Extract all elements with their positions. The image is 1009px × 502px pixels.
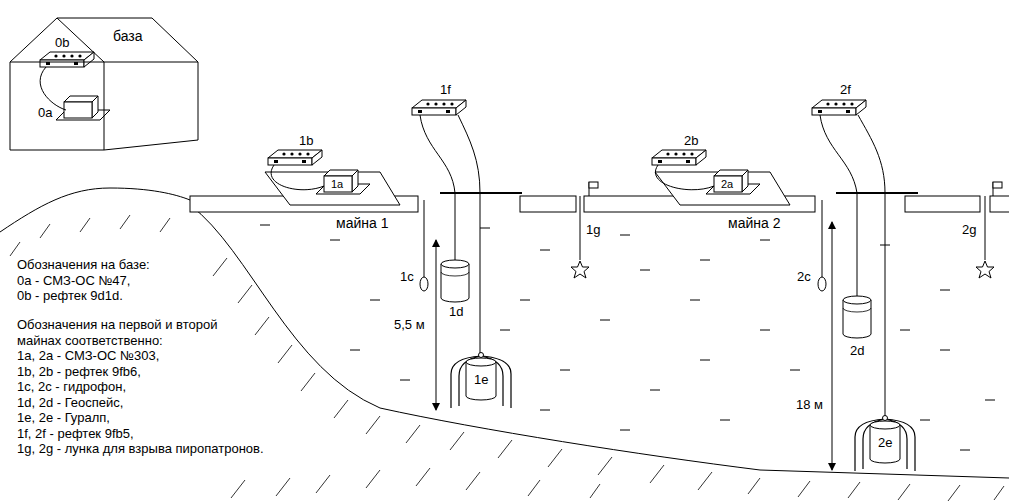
recorder-symbol: [40, 52, 94, 67]
house-outline: [10, 62, 104, 150]
legend-note: Обозначения на базе:: [17, 258, 150, 273]
seismometer-symbol: [56, 96, 110, 120]
legend-note: 0b - рефтек 9d1d.: [17, 289, 123, 304]
house-node: база: [5, 12, 205, 162]
callout-number: 1f: [440, 83, 451, 98]
hole-name: майна 1: [336, 215, 388, 231]
legend-note: 1a, 2a - СМЗ-ОС №303,: [17, 349, 159, 364]
depth-arrow: [436, 222, 832, 470]
callout-number: 2d: [850, 344, 864, 359]
legend-note: Обозначения на первой и второй: [17, 318, 217, 333]
house-outline: [10, 18, 104, 62]
seismometer-symbol: [316, 170, 370, 194]
legend-note: майнах соответственно:: [17, 334, 163, 349]
house-outline: [5, 12, 205, 162]
geophone-symbol: [441, 260, 469, 302]
callout-number: 2c: [797, 270, 811, 285]
callout-number: 0a: [38, 106, 52, 121]
plank: [440, 192, 918, 194]
hole-name: майна 2: [728, 215, 780, 231]
callout-number: 1g: [586, 223, 600, 238]
hydrophone-symbol: [420, 200, 826, 291]
recorder-symbol: [652, 150, 706, 165]
callout-number: 2a: [721, 178, 733, 191]
callout-number: 2b: [684, 134, 698, 149]
geophone-symbol: [843, 296, 871, 338]
recorder-symbol: [812, 100, 866, 115]
cable: [40, 67, 885, 416]
callout-number: 1d: [449, 305, 463, 320]
seismometer-symbol: [706, 170, 760, 194]
callout-number: 1b: [299, 134, 313, 149]
legend-note: 1d, 2d - Геоспейс,: [17, 396, 123, 411]
recorder-symbol: [412, 100, 466, 115]
seismometer-symbol: [855, 416, 915, 472]
charge-symbol: [976, 261, 994, 278]
callout-number: 1a: [331, 178, 343, 191]
callout-number: 2e: [878, 436, 892, 451]
legend-note: 1b, 2b - рефтек 9fb6,: [17, 365, 141, 380]
seismometer-symbol: [451, 353, 511, 409]
depth-dimension: 18 м: [796, 398, 823, 413]
node-title: база: [113, 28, 143, 44]
soil-hatching: [10, 215, 1004, 501]
depth-dimension: 5,5 м: [394, 318, 425, 333]
legend-note: 1g, 2g - лунка для взрыва пиропатронов.: [17, 442, 264, 457]
recorder-symbol: [268, 150, 322, 165]
callout-number: 1c: [400, 270, 414, 285]
callout-number: 0b: [55, 36, 69, 51]
ground-line: [0, 188, 1009, 478]
blast-hole: [580, 182, 1002, 260]
legend-note: 0a - СМЗ-ОС №47,: [17, 274, 130, 289]
house-outline: [57, 18, 198, 62]
callout-number: 1e: [474, 373, 488, 388]
charge-symbol: [571, 261, 589, 278]
house-outline: [104, 62, 198, 150]
legend-note: 1f, 2f - рефтек 9fb5,: [17, 427, 134, 442]
callout-number: 2f: [840, 83, 851, 98]
legend-note: 1c, 2c - гидрофон,: [17, 380, 126, 395]
legend-note: 1e, 2e - Гуралп,: [17, 411, 110, 426]
callout-number: 2g: [962, 223, 976, 238]
